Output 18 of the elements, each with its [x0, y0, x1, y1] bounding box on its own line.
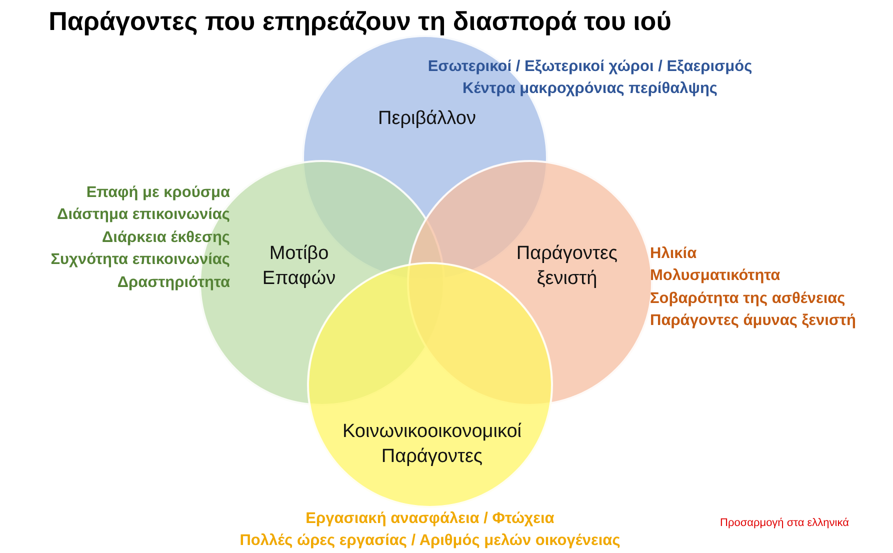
circle-label: Μοτίβο Επαφών: [261, 242, 337, 291]
circle-label: Παράγοντες ξενιστή: [515, 242, 619, 291]
factor-text: Παράγοντες άμυνας ξενιστή: [650, 311, 857, 332]
factor-text: Διάρκεια έκθεσης: [101, 228, 230, 248]
factor-text: Σοβαρότητα της ασθένειας: [650, 288, 846, 309]
factor-text: Διάστημα επικοινωνίας: [56, 205, 230, 226]
factor-text: Δραστηριότητα: [116, 272, 230, 293]
circle-label: Κοινωνικοοικονομικοί Παράγοντες: [341, 420, 523, 469]
factor-text: Επαφή με κρούσμα: [85, 183, 230, 203]
adaptation-note: Προσαρμογή στα ελληνικά: [720, 517, 849, 529]
factor-text: Κέντρα μακροχρόνιας περίθαλψης: [462, 79, 718, 100]
factor-text: Ηλικία: [650, 244, 698, 264]
factor-text: Συχνότητα επικοινωνίας: [50, 250, 230, 270]
circle-label: Περιβάλλον: [377, 107, 477, 131]
factor-text: Εσωτερικοί / Εξωτερικοί χώροι / Εξαερισμός: [426, 57, 754, 77]
factor-text: Πολλές ώρες εργασίας / Αριθμός μελών οικογένειας: [238, 531, 622, 552]
factor-text: Μολυσματικότητα: [650, 266, 782, 286]
diagram-title: Παράγοντες που επηρεάζουν τη διασπορά του ιού: [48, 6, 672, 37]
